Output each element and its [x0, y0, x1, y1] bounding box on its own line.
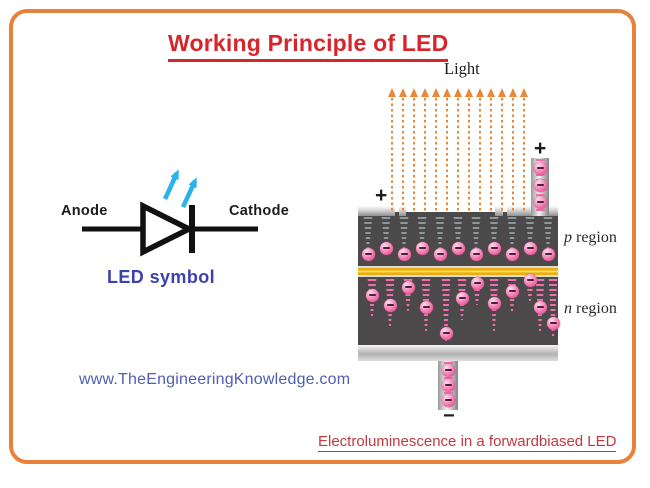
electron [469, 247, 483, 261]
light-ray-arrowhead-icon [509, 88, 517, 97]
electron [533, 195, 547, 209]
light-ray-arrowhead-icon [476, 88, 484, 97]
electron [533, 178, 547, 192]
top-metal-contact-left [358, 206, 395, 216]
electron [365, 288, 379, 302]
electron [383, 298, 397, 312]
hole-trail [471, 217, 481, 251]
hole-trail [543, 217, 553, 251]
light-ray-arrowhead-icon [421, 88, 429, 97]
electron-trail [472, 279, 482, 305]
hole-trail [363, 217, 373, 251]
light-ray [479, 98, 481, 211]
led-symbol-graphic [82, 169, 258, 257]
light-ray [446, 98, 448, 211]
electron [505, 247, 519, 261]
light-ray [413, 98, 415, 211]
p-region-letter: p [564, 229, 572, 246]
light-ray [424, 98, 426, 211]
hole-trail [453, 217, 463, 251]
light-ray-arrowhead-icon [498, 88, 506, 97]
electron [433, 247, 447, 261]
electron [401, 280, 415, 294]
electron [523, 273, 537, 287]
hole-trail [435, 217, 445, 251]
light-ray-arrowhead-icon [388, 88, 396, 97]
minus-sign-bottom: − [443, 405, 455, 427]
electron [487, 241, 501, 255]
electron [441, 393, 455, 407]
light-ray [402, 98, 404, 211]
hole-trail [507, 217, 517, 251]
n-region-letter: n [564, 300, 572, 317]
light-ray [512, 98, 514, 211]
light-ray-arrowhead-icon [465, 88, 473, 97]
electron [533, 161, 547, 175]
light-ray-arrowhead-icon [410, 88, 418, 97]
cathode-label: Cathode [229, 203, 290, 219]
electron [419, 300, 433, 314]
electron [487, 296, 501, 310]
electron [397, 247, 411, 261]
light-ray [391, 98, 393, 211]
electron [451, 241, 465, 255]
diode-triangle [140, 201, 196, 257]
top-metal-contact-left-small [399, 206, 406, 216]
light-ray-arrowhead-icon [487, 88, 495, 97]
electron [505, 284, 519, 298]
figure-caption: Electroluminescence in a forwardbiased L… [318, 433, 617, 452]
electron [546, 316, 560, 330]
electron [533, 300, 547, 314]
electron [441, 363, 455, 377]
electron [441, 378, 455, 392]
electron [541, 247, 555, 261]
light-ray [523, 98, 525, 211]
emitted-light-arrow-icon [162, 169, 180, 200]
hole-trail [489, 217, 499, 251]
light-ray-arrowhead-icon [520, 88, 528, 97]
plus-sign-left: + [375, 184, 388, 207]
electron-trail [548, 279, 558, 339]
light-ray-arrowhead-icon [399, 88, 407, 97]
light-ray-arrowhead-icon [443, 88, 451, 97]
light-ray [457, 98, 459, 211]
emitted-light-arrow-icon [180, 177, 198, 208]
electron [379, 241, 393, 255]
hole-trail [525, 217, 535, 251]
pn-junction-stripe [358, 266, 558, 277]
watermark-text: www.TheEngineeringKnowledge.com [79, 371, 351, 388]
electron [470, 276, 484, 290]
hole-trail [399, 217, 409, 251]
electron-trail [525, 279, 535, 301]
led-symbol-caption: LED symbol [107, 267, 216, 287]
hole-trail [381, 217, 391, 251]
anode-label: Anode [61, 203, 108, 219]
region-word: region [576, 229, 617, 246]
electron [439, 326, 453, 340]
electron-trail [403, 279, 413, 311]
light-ray-arrowhead-icon [454, 88, 462, 97]
electron [455, 291, 469, 305]
light-ray [435, 98, 437, 211]
light-ray-arrowhead-icon [432, 88, 440, 97]
plus-sign-right: + [534, 137, 547, 160]
page-border [9, 9, 636, 464]
region-word: region [576, 300, 617, 317]
light-ray [501, 98, 503, 211]
hole-trail [417, 217, 427, 251]
top-metal-contact-right-small [495, 206, 503, 216]
electron [523, 241, 537, 255]
light-label: Light [444, 59, 480, 78]
bottom-metal-contact [358, 345, 558, 361]
light-ray [490, 98, 492, 211]
electron-trail [441, 279, 451, 343]
page-title: Working Principle of LED [168, 30, 449, 62]
electron [361, 247, 375, 261]
light-ray [468, 98, 470, 211]
electron [415, 241, 429, 255]
